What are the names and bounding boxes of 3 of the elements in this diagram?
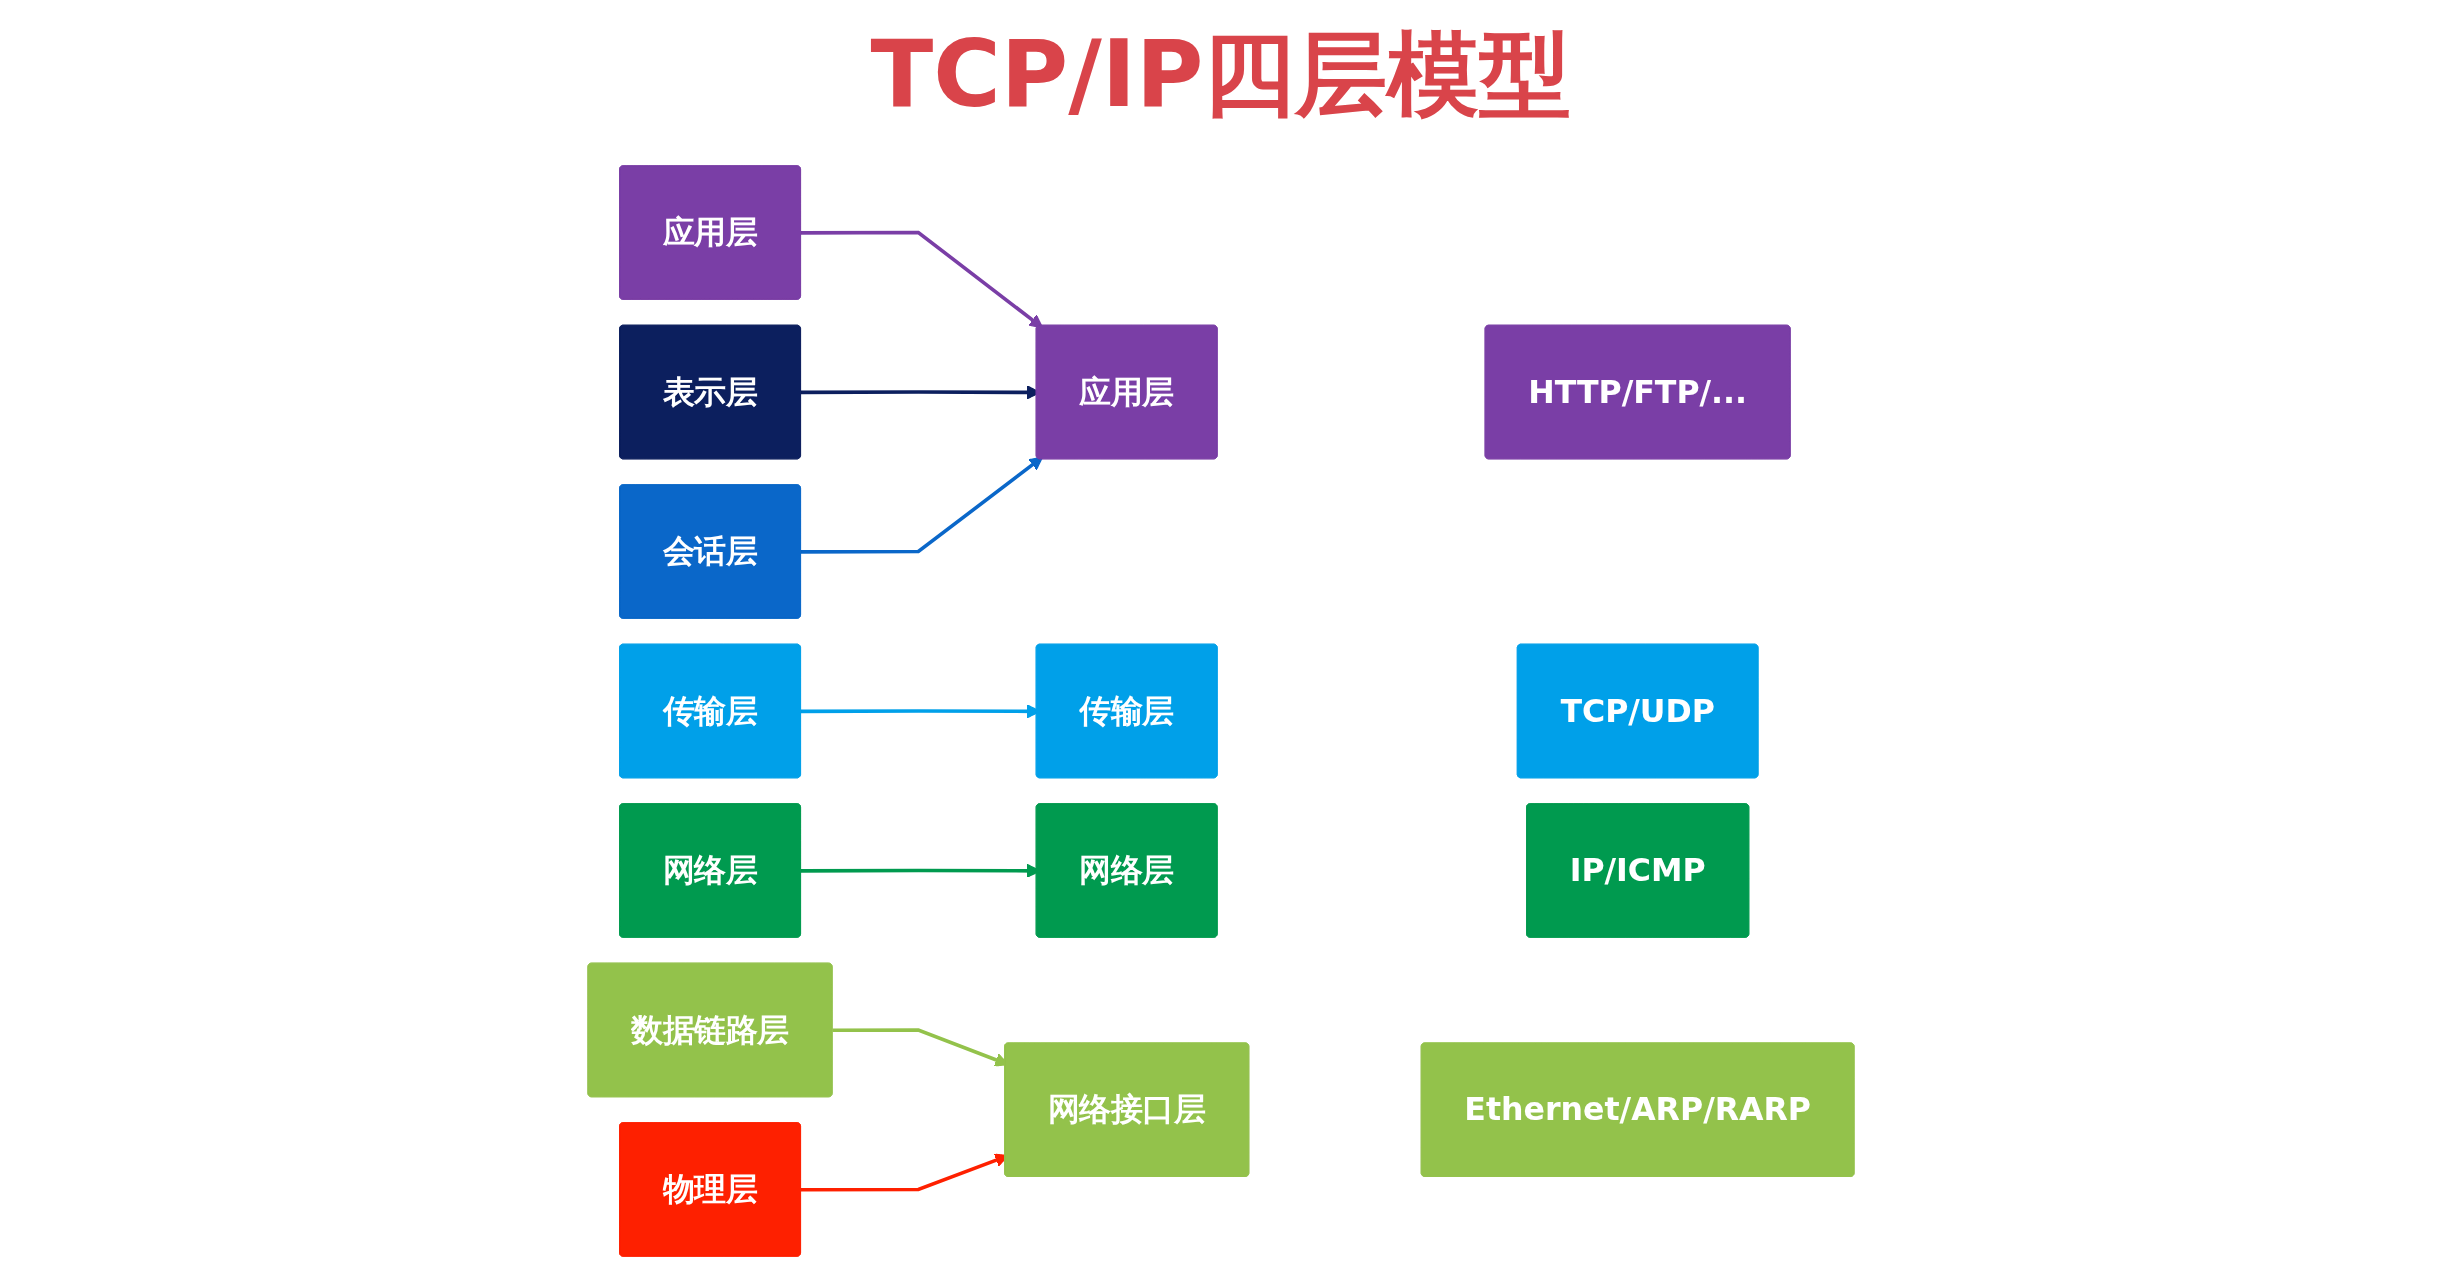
arrow — [800, 230, 1044, 329]
title: TCP/IP四层模型 — [870, 24, 1572, 126]
arrow — [800, 456, 1044, 554]
